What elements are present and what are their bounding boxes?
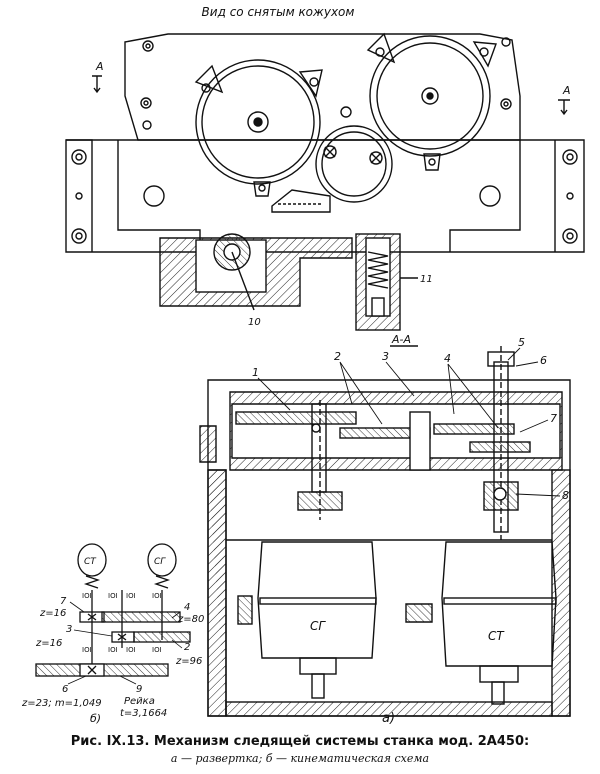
top-view: Вид со снятым кожухом — [65, 5, 585, 347]
kinematic-schematic: СТ СГ IOI IOI IOI IOI IOI IOI IOI IOI 7 z=16 4… — [21, 543, 204, 725]
svg-text:IOI: IOI — [126, 592, 136, 600]
label-7: 7 — [550, 412, 557, 425]
callouts-main — [257, 347, 561, 497]
schem-label-pitch: t=3,1664 — [120, 708, 167, 719]
schem-label-z96: z=96 — [175, 656, 202, 667]
view-letter-b: б) — [90, 712, 101, 725]
schem-label-6: 6 — [62, 684, 68, 695]
schem-gear-4 — [101, 611, 181, 623]
figure-caption-title: Рис. IX.13. Механизм следящей системы ст… — [70, 734, 530, 749]
flange-body — [65, 139, 585, 253]
gear-middle — [315, 106, 393, 203]
schem-label-z16a: z=16 — [39, 608, 66, 619]
label-1: 1 — [252, 366, 259, 379]
callout-10: 10 — [248, 317, 261, 328]
internal-gears — [235, 411, 531, 511]
label-3: 3 — [382, 350, 389, 363]
section-mark-left: А — [95, 60, 104, 73]
label-4: 4 — [444, 352, 451, 365]
label-2: 2 — [334, 350, 341, 363]
svg-text:IOI: IOI — [108, 646, 118, 654]
schem-label-9: 9 — [136, 684, 142, 695]
motor-sg: СГ — [257, 541, 377, 699]
motor-left-label: СГ — [310, 619, 326, 633]
main-view: СГ СТ 1 2 3 4 5 6 7 — [199, 336, 571, 726]
schem-label-z80: z=80 — [177, 614, 204, 625]
view-letter-a: а) — [382, 711, 395, 726]
schem-label-4: 4 — [184, 602, 190, 613]
gear-right — [366, 32, 497, 171]
svg-text:IOI: IOI — [82, 592, 92, 600]
svg-text:IOI: IOI — [126, 646, 136, 654]
schem-motor-st-label: СТ — [84, 557, 97, 567]
label-8: 8 — [562, 489, 569, 502]
schem-label-rack: Рейка — [124, 696, 155, 707]
gear-left — [194, 59, 323, 197]
section-mark-right: А — [562, 84, 571, 97]
figure-caption-subtitle: а — развертка; б — кинематическая схема — [170, 752, 430, 765]
motor-st: СТ — [441, 541, 557, 705]
flange-holes — [71, 149, 578, 244]
svg-text:IOI: IOI — [152, 646, 162, 654]
label-5: 5 — [518, 336, 525, 349]
callout-11: 11 — [420, 274, 433, 285]
svg-text:IOI: IOI — [108, 592, 118, 600]
cover-plate — [124, 33, 521, 141]
svg-text:IOI: IOI — [152, 592, 162, 600]
motor-right-label: СТ — [488, 629, 505, 643]
svg-text:IOI: IOI — [82, 646, 92, 654]
schem-label-2: 2 — [184, 642, 190, 653]
schem-label-3: 3 — [66, 624, 72, 635]
label-6: 6 — [540, 354, 547, 367]
spring-plunger — [355, 233, 401, 331]
top-view-title: Вид со снятым кожухом — [202, 5, 355, 19]
main-labels: 1 2 3 4 5 6 7 8 — [252, 336, 569, 502]
section-label: А-А — [391, 333, 411, 346]
schem-bearings: IOI IOI IOI IOI IOI IOI IOI IOI — [82, 592, 162, 654]
schem-label-gear6: z=23; m=1,049 — [21, 698, 102, 709]
schem-labels: 7 z=16 4 z=80 3 z=16 2 z=96 6 9 z=23; m=… — [21, 596, 204, 725]
schem-label-7: 7 — [60, 596, 67, 607]
schem-motor-st — [77, 543, 107, 577]
schem-gear-2 — [133, 631, 191, 643]
schem-motor-sg — [147, 543, 177, 577]
cover-holes — [140, 37, 512, 130]
schem-motor-sg-label: СГ — [154, 557, 166, 567]
schem-label-z16b: z=16 — [35, 638, 62, 649]
